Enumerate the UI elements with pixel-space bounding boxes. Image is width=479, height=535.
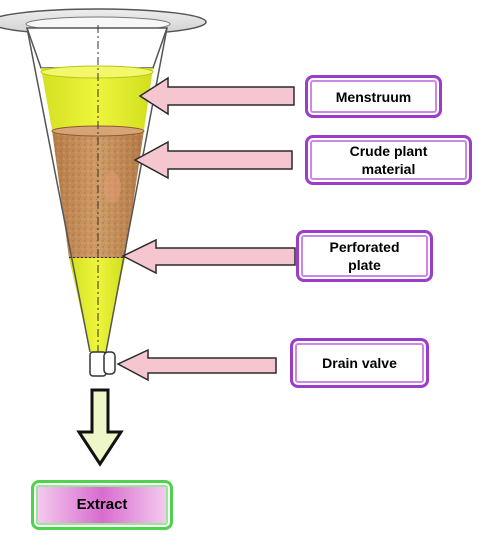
label-extract: Extract (31, 480, 173, 530)
arrow-drain-valve (116, 348, 277, 382)
plant-material-highlight (103, 170, 121, 203)
extract-liquid-cone (69, 258, 125, 352)
arrow-menstruum (138, 76, 295, 116)
menstruum-surface (40, 65, 154, 79)
plant-material-texture (52, 130, 144, 258)
label-drain-valve: Drain valve (290, 338, 429, 388)
arrow-down-extract (76, 388, 124, 467)
funnel-glass (25, 27, 169, 69)
arrow-plant-material (133, 140, 293, 180)
arrow-perforated-plate (121, 238, 296, 275)
label-menstruum: Menstruum (305, 75, 442, 118)
drain-valve-handle (103, 351, 116, 375)
menstruum-layer (41, 68, 153, 130)
label-crude-plant-material: Crude plant material (305, 135, 472, 185)
label-perforated-plate: Perforated plate (296, 230, 433, 282)
funnel-wall-right (105, 27, 168, 353)
funnel-wall-left (26, 27, 91, 353)
